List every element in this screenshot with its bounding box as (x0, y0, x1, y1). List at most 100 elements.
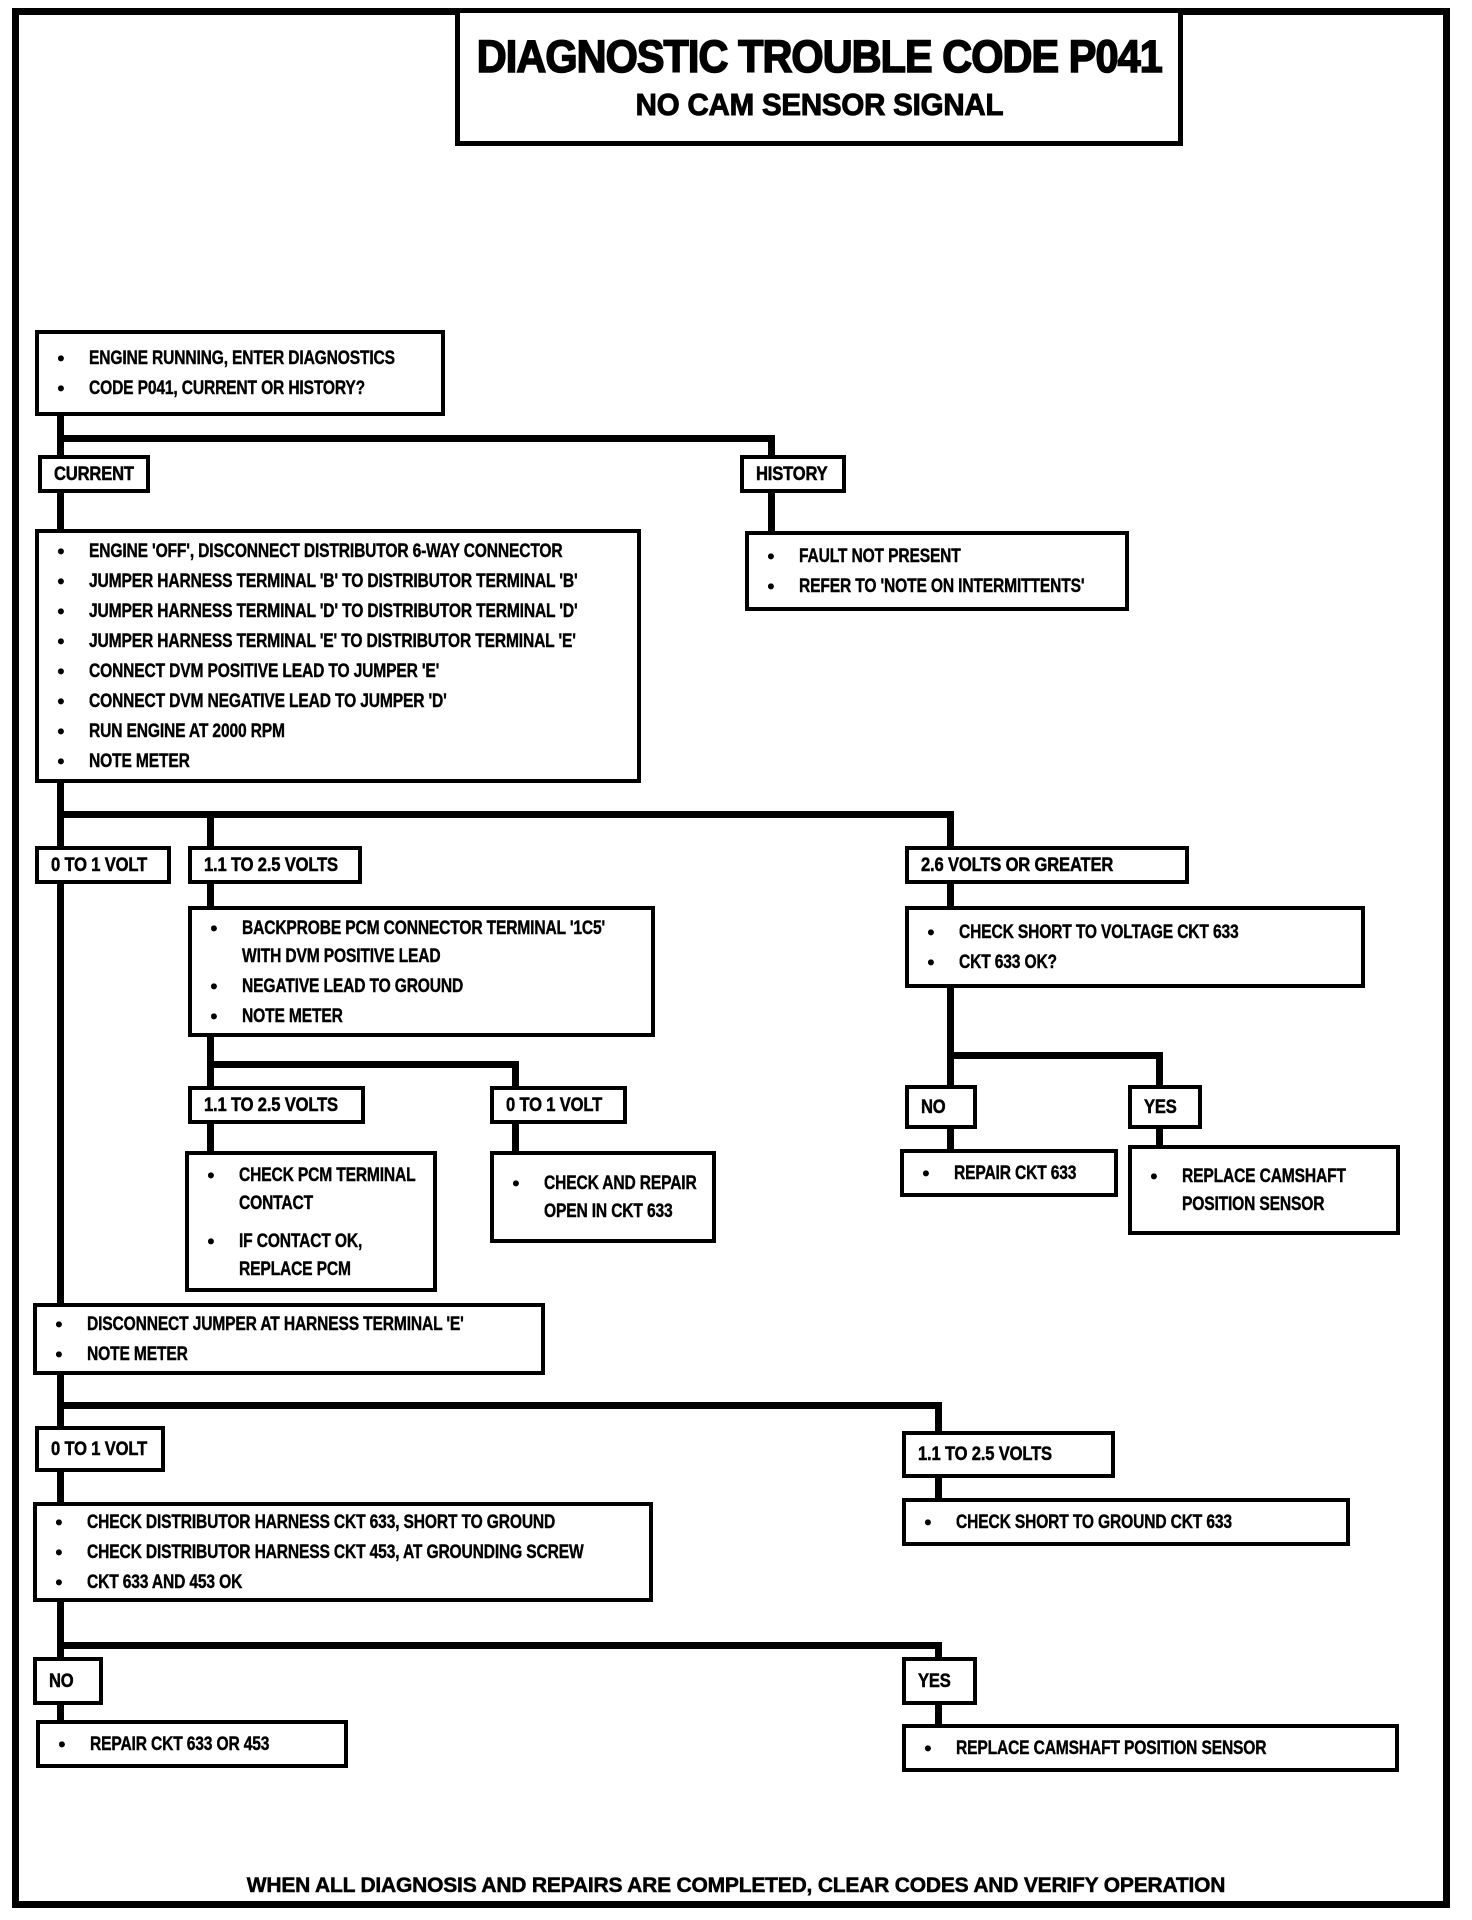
connector-line (57, 818, 64, 846)
bullet-item: ● JUMPER HARNESS TERMINAL 'D' TO DISTRIBU… (49, 597, 631, 625)
connector-line (768, 493, 775, 531)
connector-line (947, 1059, 954, 1085)
connector-line (947, 1052, 1163, 1059)
connector-line (512, 1068, 519, 1086)
bullet-icon: ● (927, 954, 935, 969)
bullet-text: JUMPER HARNESS TERMINAL 'D' TO DISTRIBUT… (89, 600, 578, 622)
bullet-text: JUMPER HARNESS TERMINAL 'E' TO DISTRIBUT… (89, 630, 576, 652)
check-distributor-harness-node: ● CHECK DISTRIBUTOR HARNESS CKT 633, SHOR… (33, 1502, 653, 1602)
connector-line (935, 1649, 942, 1657)
bullet-item: ● RUN ENGINE AT 2000 RPM (49, 717, 631, 745)
second-0-1-volt-label: 0 TO 1 VOLT (490, 1086, 627, 1124)
connector-line (207, 1124, 214, 1151)
bullet-item: ● CHECK PCM TERMINAL CONTACT (199, 1161, 427, 1217)
bullet-item: ● NOTE METER (49, 747, 631, 775)
branch-0-1-volt-label: 0 TO 1 VOLT (35, 846, 171, 884)
bullet-item: ●CHECK SHORT TO GROUND CKT 633 (916, 1508, 1340, 1536)
bullet-text: CKT 633 OK? (959, 951, 1057, 973)
bullet-text: CHECK DISTRIBUTOR HARNESS CKT 633, SHORT… (87, 1511, 556, 1533)
bullet-icon: ● (55, 1544, 63, 1559)
repair-ckt-633-node: ●REPAIR CKT 633 (900, 1149, 1118, 1197)
recheck-1-1-2-5-volts-label: 1.1 TO 2.5 VOLTS (902, 1431, 1115, 1478)
bullet-icon: ● (55, 1514, 63, 1529)
connector-line (57, 1602, 64, 1642)
bullet-text: REPAIR CKT 633 (954, 1162, 1077, 1184)
bullet-item: ●CHECK AND REPAIR OPEN IN CKT 633 (504, 1169, 706, 1225)
bullet-item: ●CONNECT DVM POSITIVE LEAD TO JUMPER 'E' (49, 657, 631, 685)
replace-cam-sensor-node-2: ●REPLACE CAMSHAFT POSITION SENSOR (902, 1724, 1399, 1772)
bullet-text: RUN ENGINE AT 2000 RPM (89, 720, 285, 742)
bullet-icon: ● (207, 1232, 215, 1248)
bullet-text: CHECK DISTRIBUTOR HARNESS CKT 453, AT GR… (87, 1541, 584, 1563)
no-label-bottom: NO (33, 1657, 103, 1705)
connector-line (57, 811, 954, 818)
bullet-item: ● CKT 633 AND 453 OK (47, 1568, 643, 1596)
bullet-icon: ● (210, 977, 218, 993)
bullet-text: IF CONTACT OK, REPLACE PCM (239, 1229, 363, 1280)
bullet-text: REPLACE CAMSHAFT POSITION SENSOR (1182, 1165, 1346, 1215)
bullet-icon: ● (1150, 1168, 1158, 1183)
current-branch-label: CURRENT (38, 455, 150, 493)
bullet-text: NEGATIVE LEAD TO GROUND (242, 974, 464, 997)
bullet-item: ●ENGINE 'OFF', DISCONNECT DISTRIBUTOR 6-… (49, 537, 631, 565)
bullet-icon: ● (57, 753, 65, 768)
bullet-icon: ● (55, 1316, 63, 1331)
bullet-icon: ● (58, 1736, 66, 1751)
bullet-item: ●CONNECT DVM NEGATIVE LEAD TO JUMPER 'D' (49, 687, 631, 715)
connector-line (57, 1402, 942, 1409)
connector-line (207, 1068, 214, 1086)
bullet-text: NOTE METER (87, 1343, 188, 1365)
history-action-node: ● FAULT NOT PRESENT ●REFER TO 'NOTE ON INT… (745, 531, 1129, 611)
bullet-icon: ● (767, 578, 775, 593)
connector-line (935, 1478, 942, 1498)
bullet-icon: ● (57, 723, 65, 738)
bullet-icon: ● (207, 1166, 215, 1182)
bullet-icon: ● (55, 1574, 63, 1589)
bullet-text: ENGINE RUNNING, ENTER DIAGNOSTICS (89, 347, 395, 369)
bullet-item: ● BACKPROBE PCM CONNECTOR TERMINAL '1C5' … (202, 914, 645, 970)
bullet-item: ●REPAIR CKT 633 OR 453 (50, 1730, 338, 1758)
bullet-item: ●REPAIR CKT 633 (914, 1159, 1108, 1187)
bullet-item: ● REPLACE CAMSHAFT POSITION SENSOR (1142, 1162, 1390, 1218)
page-title: DIAGNOSTIC TROUBLE CODE P041 (476, 30, 1163, 83)
repair-ckt-633-or-453-node: ●REPAIR CKT 633 OR 453 (36, 1720, 348, 1768)
connector-line (57, 493, 64, 529)
bullet-text: CHECK SHORT TO GROUND CKT 633 (956, 1511, 1232, 1533)
bullet-item: ● CHECK DISTRIBUTOR HARNESS CKT 453, AT G… (47, 1538, 643, 1566)
bullet-item: ●ENGINE RUNNING, ENTER DIAGNOSTICS (49, 344, 435, 372)
bullet-text: CHECK AND REPAIR OPEN IN CKT 633 (544, 1172, 697, 1222)
connector-line (207, 884, 214, 906)
connector-line (57, 884, 64, 1303)
bullet-item: ●REFER TO 'NOTE ON INTERMITTENTS' (759, 572, 1119, 600)
bullet-text: CONNECT DVM NEGATIVE LEAD TO JUMPER 'D' (89, 690, 447, 712)
bullet-item: ●NOTE METER (47, 1340, 535, 1368)
bullet-item: ● CKT 633 OK? (919, 948, 1355, 976)
bullet-item: ● CHECK DISTRIBUTOR HARNESS CKT 633, SHOR… (47, 1508, 643, 1536)
bullet-icon: ● (210, 919, 218, 935)
connector-line (57, 1409, 64, 1426)
bullet-text: NOTE METER (89, 750, 190, 772)
bullet-item: ● IF CONTACT OK, REPLACE PCM (199, 1227, 427, 1283)
bullet-text: CONNECT DVM POSITIVE LEAD TO JUMPER 'E' (89, 660, 440, 682)
bullet-text: CKT 633 AND 453 OK (87, 1571, 243, 1593)
connector-line (1156, 1129, 1163, 1145)
bullet-text: CHECK PCM TERMINAL CONTACT (239, 1163, 416, 1214)
bullet-text: BACKPROBE PCM CONNECTOR TERMINAL '1C5' W… (242, 916, 606, 967)
bullet-text: FAULT NOT PRESENT (799, 545, 961, 567)
branch-2-6-volts-label: 2.6 VOLTS OR GREATER (905, 846, 1189, 884)
bullet-icon: ● (57, 543, 65, 558)
connector-line (57, 1705, 64, 1720)
bullet-icon: ● (57, 603, 65, 618)
connector-line (935, 1409, 942, 1431)
connector-line (935, 1705, 942, 1724)
connector-line (947, 818, 954, 846)
connector-line (207, 1037, 214, 1061)
check-pcm-node: ● CHECK PCM TERMINAL CONTACT ● IF CONTACT O… (185, 1151, 437, 1292)
bullet-icon: ● (924, 1740, 932, 1755)
connector-line (207, 1061, 519, 1068)
bullet-item: ● NEGATIVE LEAD TO GROUND (202, 972, 645, 1000)
bullet-text: DISCONNECT JUMPER AT HARNESS TERMINAL 'E… (87, 1313, 464, 1335)
bullet-icon: ● (57, 573, 65, 588)
connector-line (57, 1649, 64, 1657)
